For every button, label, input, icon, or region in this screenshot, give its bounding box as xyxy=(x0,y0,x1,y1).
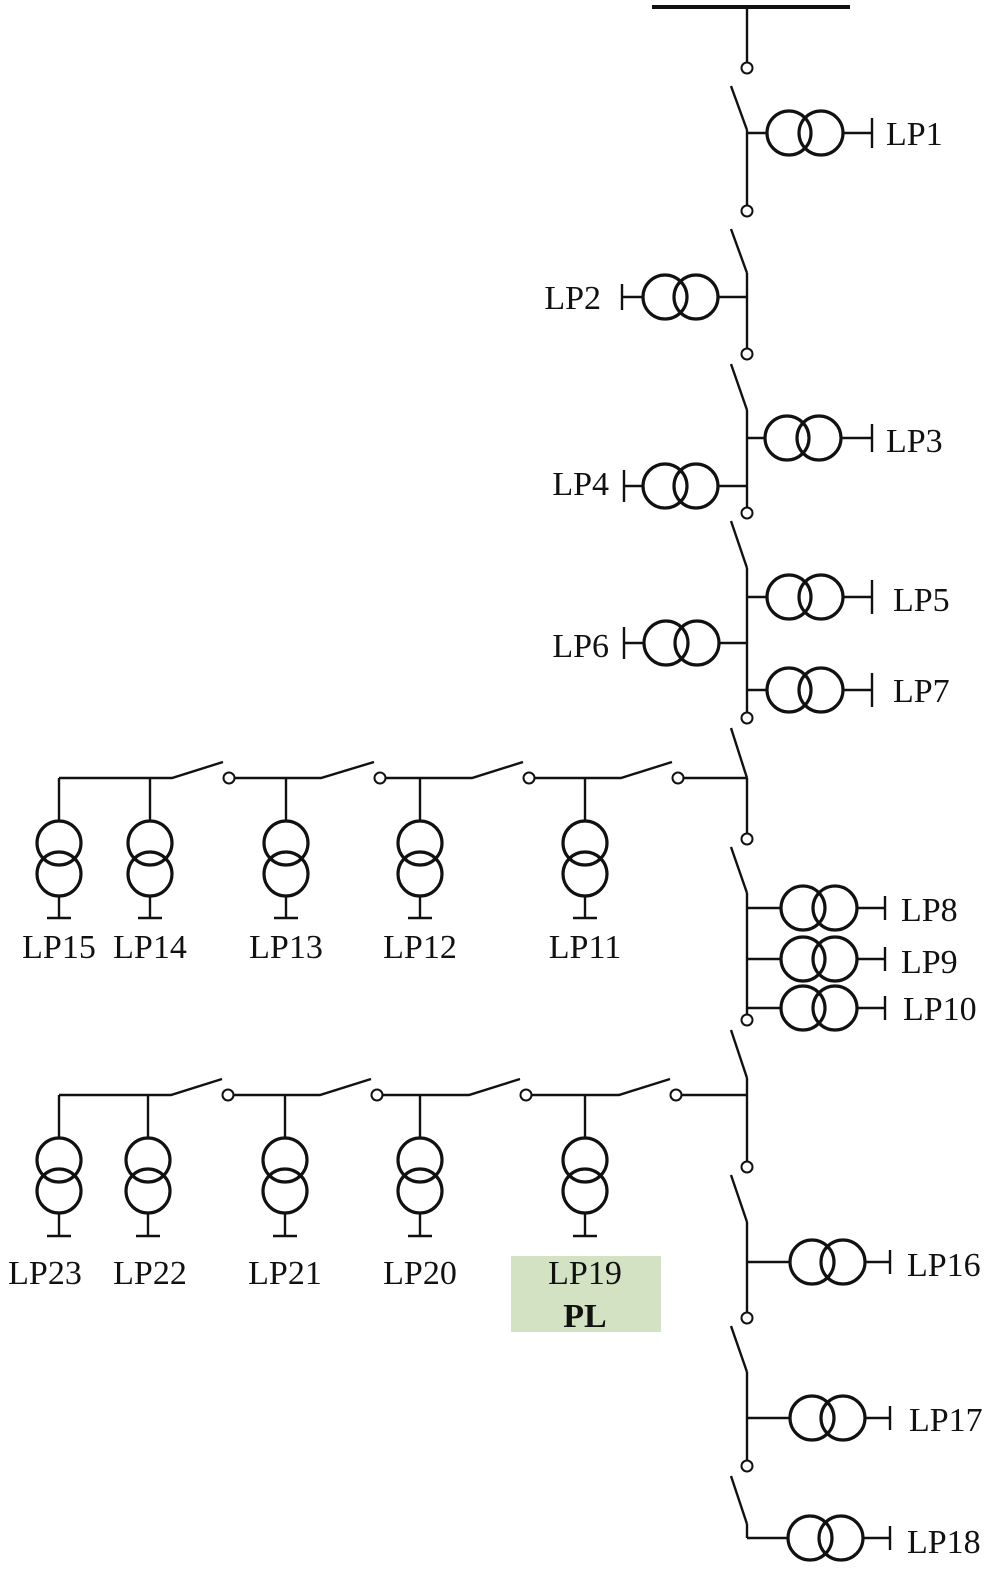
node xyxy=(671,771,685,785)
pl-highlight-box xyxy=(511,1256,661,1332)
node xyxy=(740,204,754,218)
node xyxy=(740,347,754,361)
load-point-lp16: LP16 xyxy=(747,1238,981,1286)
label-lp19: LP19 xyxy=(548,1255,622,1292)
label-lp12: LP12 xyxy=(383,929,457,966)
node xyxy=(740,1459,754,1473)
label-lp23: LP23 xyxy=(8,1255,82,1292)
switch-s7 xyxy=(729,1029,749,1079)
load-point-lp23: LP23 xyxy=(8,1095,83,1292)
label-lp21: LP21 xyxy=(248,1255,322,1292)
switch-a2 xyxy=(386,760,524,780)
load-point-lp19: LP19 PL xyxy=(548,1095,622,1335)
load-point-lp15: LP15 xyxy=(22,778,96,966)
label-lp15: LP15 xyxy=(22,929,96,966)
node xyxy=(519,1088,533,1102)
load-point-lp5: LP5 xyxy=(747,573,950,621)
load-point-lp6: LP6 xyxy=(552,619,747,667)
node xyxy=(740,506,754,520)
switch-s9 xyxy=(729,1325,749,1373)
switch-b3 xyxy=(234,1077,372,1097)
label-lp3: LP3 xyxy=(886,423,943,460)
label-lp1: LP1 xyxy=(886,116,943,153)
switch-s1 xyxy=(729,85,749,131)
label-lp18: LP18 xyxy=(907,1524,981,1561)
label-lp10: LP10 xyxy=(903,991,977,1028)
load-point-lp21: LP21 xyxy=(248,1095,322,1292)
load-point-lp3: LP3 xyxy=(747,414,943,462)
label-lp2: LP2 xyxy=(544,280,601,317)
node xyxy=(373,771,387,785)
load-point-lp11: LP11 xyxy=(549,778,621,966)
node xyxy=(740,61,754,75)
lateral-branch-b xyxy=(59,1077,747,1102)
main-feeder xyxy=(729,7,754,1538)
switch-b4 xyxy=(59,1077,223,1097)
load-point-lp22: LP22 xyxy=(113,1095,187,1292)
lateral-branch-a xyxy=(59,760,747,785)
load-point-lp14: LP14 xyxy=(113,778,187,966)
switch-b2 xyxy=(383,1077,521,1097)
load-point-lp13: LP13 xyxy=(249,778,323,966)
label-lp11: LP11 xyxy=(549,929,621,966)
load-point-lp20: LP20 xyxy=(383,1095,457,1292)
label-lp8: LP8 xyxy=(901,892,958,929)
label-lp16: LP16 xyxy=(907,1247,981,1284)
switch-a1 xyxy=(535,760,673,780)
switch-s5 xyxy=(729,727,749,779)
switch-b1 xyxy=(532,1077,671,1097)
label-lp5: LP5 xyxy=(893,582,950,619)
switch-s8 xyxy=(729,1174,749,1223)
load-point-lp18: LP18 xyxy=(747,1514,981,1562)
load-point-lp7: LP7 xyxy=(747,666,950,714)
label-lp9: LP9 xyxy=(901,944,958,981)
node xyxy=(740,1311,754,1325)
switch-s2 xyxy=(729,228,749,274)
label-lp7: LP7 xyxy=(893,673,950,710)
label-lp6: LP6 xyxy=(552,628,609,665)
switch-s4 xyxy=(729,520,749,569)
node xyxy=(522,771,536,785)
label-lp4: LP4 xyxy=(552,466,609,503)
switch-a4 xyxy=(59,760,224,780)
load-point-lp8: LP8 xyxy=(747,884,958,932)
switch-s10 xyxy=(729,1475,749,1525)
switch-a3 xyxy=(235,760,375,780)
node xyxy=(740,711,754,725)
load-point-lp1: LP1 xyxy=(747,109,943,157)
label-pl: PL xyxy=(563,1298,606,1335)
label-lp20: LP20 xyxy=(383,1255,457,1292)
label-lp13: LP13 xyxy=(249,929,323,966)
load-point-lp10: LP10 xyxy=(747,984,977,1032)
label-lp17: LP17 xyxy=(909,1402,983,1439)
node xyxy=(740,832,754,846)
load-point-lp17: LP17 xyxy=(747,1394,983,1442)
label-lp22: LP22 xyxy=(113,1255,187,1292)
node xyxy=(740,1160,754,1174)
node xyxy=(222,771,236,785)
node xyxy=(370,1088,384,1102)
node xyxy=(740,1013,754,1027)
node xyxy=(669,1088,683,1102)
load-point-lp2: LP2 xyxy=(544,273,747,321)
load-point-lp4: LP4 xyxy=(552,462,747,510)
load-point-lp9: LP9 xyxy=(747,935,958,983)
switch-s6 xyxy=(729,846,749,894)
switch-s3 xyxy=(729,363,749,411)
label-lp14: LP14 xyxy=(113,929,187,966)
load-point-lp12: LP12 xyxy=(383,778,457,966)
node xyxy=(221,1088,235,1102)
